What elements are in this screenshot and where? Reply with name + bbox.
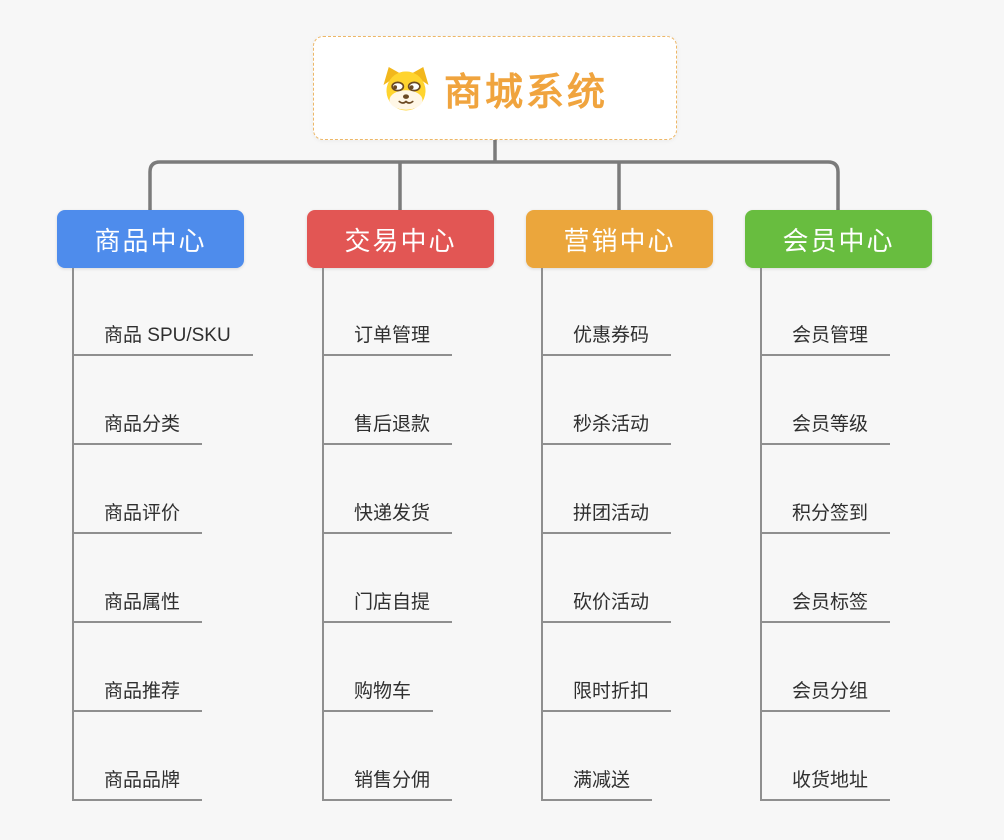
leaf-node[interactable]: 秒杀活动 (541, 414, 672, 445)
branch-node-product-center[interactable]: 商品中心 (57, 210, 244, 268)
leaf-node[interactable]: 门店自提 (322, 592, 453, 623)
leaf-node[interactable]: 快递发货 (322, 503, 453, 534)
leaf-node[interactable]: 商品属性 (72, 592, 203, 623)
branch-node-member-center[interactable]: 会员中心 (745, 210, 932, 268)
leaf-node[interactable]: 商品分类 (72, 414, 203, 445)
leaf-node[interactable]: 会员标签 (760, 592, 891, 623)
branch-member-center: 会员中心 会员管理 会员等级 积分签到 会员标签 会员分组 收货地址 (745, 0, 1004, 840)
leaf-node[interactable]: 满减送 (541, 770, 653, 801)
leaf-node[interactable]: 销售分佣 (322, 770, 453, 801)
branch-marketing-center: 营销中心 优惠券码 秒杀活动 拼团活动 砍价活动 限时折扣 满减送 (526, 0, 786, 840)
root-node[interactable]: 商城系统 (313, 36, 677, 140)
leaf-node[interactable]: 会员管理 (760, 325, 891, 356)
leaf-node[interactable]: 砍价活动 (541, 592, 672, 623)
branch-node-marketing-center[interactable]: 营销中心 (526, 210, 713, 268)
leaf-node[interactable]: 积分签到 (760, 503, 891, 534)
root-node-title: 商城系统 (443, 71, 608, 114)
leaf-node[interactable]: 商品推荐 (72, 681, 203, 712)
leaf-node[interactable]: 限时折扣 (541, 681, 672, 712)
leaf-node[interactable]: 会员等级 (760, 414, 891, 445)
leaf-node[interactable]: 优惠券码 (541, 325, 672, 356)
leaf-node[interactable]: 商品 SPU/SKU (72, 325, 253, 356)
leaf-node[interactable]: 拼团活动 (541, 503, 672, 534)
leaf-node[interactable]: 购物车 (322, 681, 434, 712)
leaf-node[interactable]: 收货地址 (760, 770, 891, 801)
leaf-node[interactable]: 商品评价 (72, 503, 203, 534)
branch-product-center: 商品中心 商品 SPU/SKU 商品分类 商品评价 商品属性 商品推荐 商品品牌 (57, 0, 317, 840)
shiba-dog-icon (382, 64, 430, 112)
leaf-node[interactable]: 商品品牌 (72, 770, 203, 801)
leaf-node[interactable]: 会员分组 (760, 681, 891, 712)
branch-trade-center: 交易中心 订单管理 售后退款 快递发货 门店自提 购物车 销售分佣 (307, 0, 567, 840)
branch-node-trade-center[interactable]: 交易中心 (307, 210, 494, 268)
leaf-node[interactable]: 售后退款 (322, 414, 453, 445)
leaf-node[interactable]: 订单管理 (322, 325, 453, 356)
